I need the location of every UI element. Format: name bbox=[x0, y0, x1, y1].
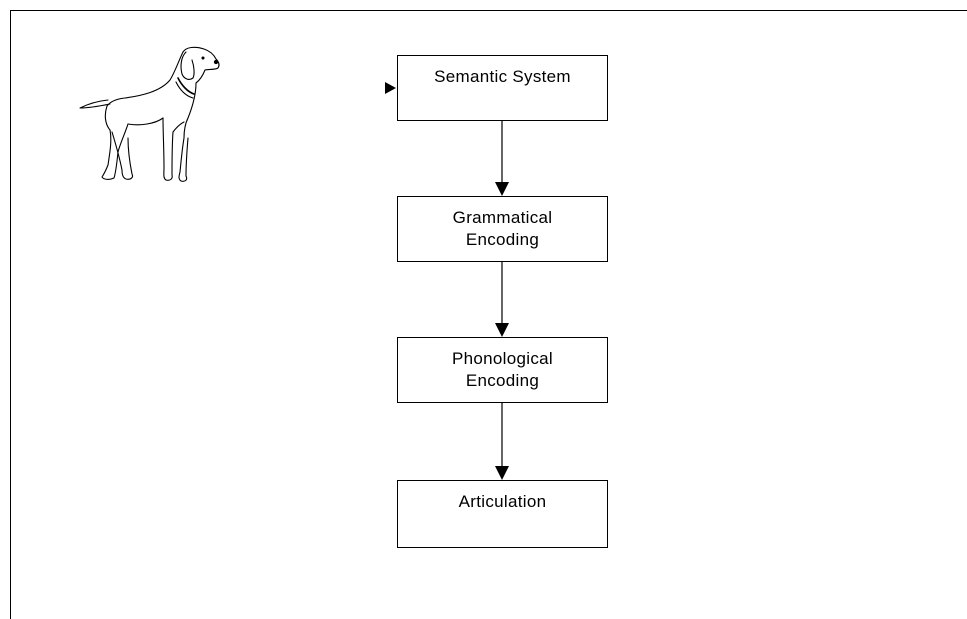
semantic-system-box: Semantic System bbox=[397, 55, 608, 121]
articulation-label: Articulation bbox=[458, 492, 547, 511]
frame-top-border bbox=[10, 10, 967, 11]
arrowhead-phonological bbox=[495, 323, 509, 337]
frame-left-border bbox=[10, 10, 11, 619]
grammatical-encoding-box: Grammatical Encoding bbox=[397, 196, 608, 262]
arrowhead-articulation bbox=[495, 466, 509, 480]
grammatical-encoding-label: Grammatical Encoding bbox=[452, 208, 553, 249]
articulation-box: Articulation bbox=[397, 480, 608, 548]
semantic-system-label: Semantic System bbox=[434, 67, 571, 86]
arrowhead-grammatical bbox=[495, 182, 509, 196]
input-arrowhead bbox=[385, 82, 396, 94]
phonological-encoding-label: Phonological Encoding bbox=[452, 349, 553, 390]
phonological-encoding-box: Phonological Encoding bbox=[397, 337, 608, 403]
